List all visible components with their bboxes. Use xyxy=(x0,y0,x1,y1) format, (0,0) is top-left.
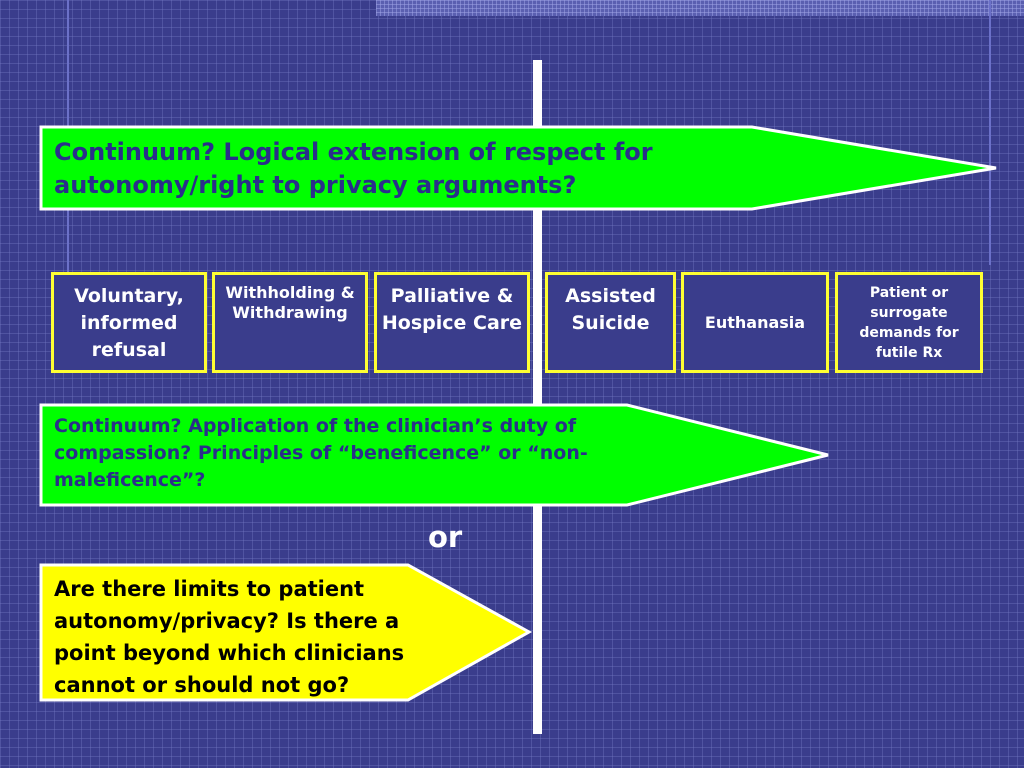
top-green-arrow-shape xyxy=(39,125,997,211)
box-palliative-hospice: Palliative & Hospice Care xyxy=(374,272,530,373)
box-withholding-withdrawing: Withholding & Withdrawing xyxy=(212,272,368,373)
box-label: Assisted Suicide xyxy=(565,285,656,334)
decorative-right-line xyxy=(989,0,991,265)
box-label: Euthanasia xyxy=(704,312,806,332)
box-voluntary-refusal: Voluntary, informed refusal xyxy=(51,272,207,373)
box-futile-rx: Patient or surrogate demands for futile … xyxy=(835,272,983,373)
middle-green-arrow-shape xyxy=(39,403,829,507)
box-euthanasia: Euthanasia xyxy=(681,272,829,373)
box-label: Patient or surrogate demands for futile … xyxy=(859,285,959,361)
box-label: Withholding & Withdrawing xyxy=(225,283,355,322)
vertical-divider-line xyxy=(533,60,542,734)
box-label: Voluntary, informed refusal xyxy=(74,285,184,361)
or-label: or xyxy=(428,520,463,554)
decorative-top-strip xyxy=(376,0,1024,16)
bottom-yellow-arrow-shape xyxy=(39,563,533,702)
bottom-arrow-text: Are there limits to patient autonomy/pri… xyxy=(54,577,405,697)
box-label: Palliative & Hospice Care xyxy=(381,285,523,334)
box-assisted-suicide: Assisted Suicide xyxy=(545,272,676,373)
top-arrow-text: Continuum? Logical extension of respect … xyxy=(54,138,653,199)
middle-arrow-text: Continuum? Application of the clinician’… xyxy=(54,415,588,491)
